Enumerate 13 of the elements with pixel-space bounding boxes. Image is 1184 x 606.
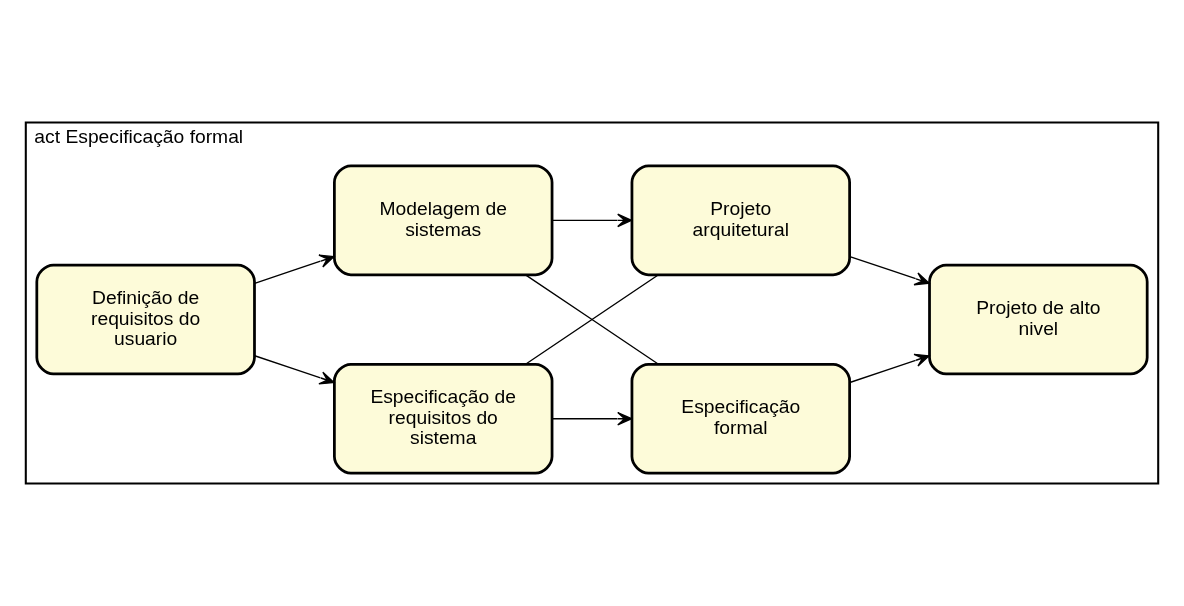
arrow [551,411,633,426]
arrow [849,353,930,384]
node-box: Especificação de requisitos do sistema [333,362,554,475]
arrow [254,254,335,284]
node-box: Definição de requisitos do usuario [35,263,256,376]
connector [524,274,659,365]
arrow [849,255,930,286]
node-box: Projeto arquitetural [630,164,851,277]
arrow [254,355,335,385]
node-box: Projeto de alto nivel [928,263,1149,376]
node-box: Especificação formal [630,362,851,475]
node-box: Modelagem de sistemas [333,164,554,277]
arrow [551,213,633,228]
